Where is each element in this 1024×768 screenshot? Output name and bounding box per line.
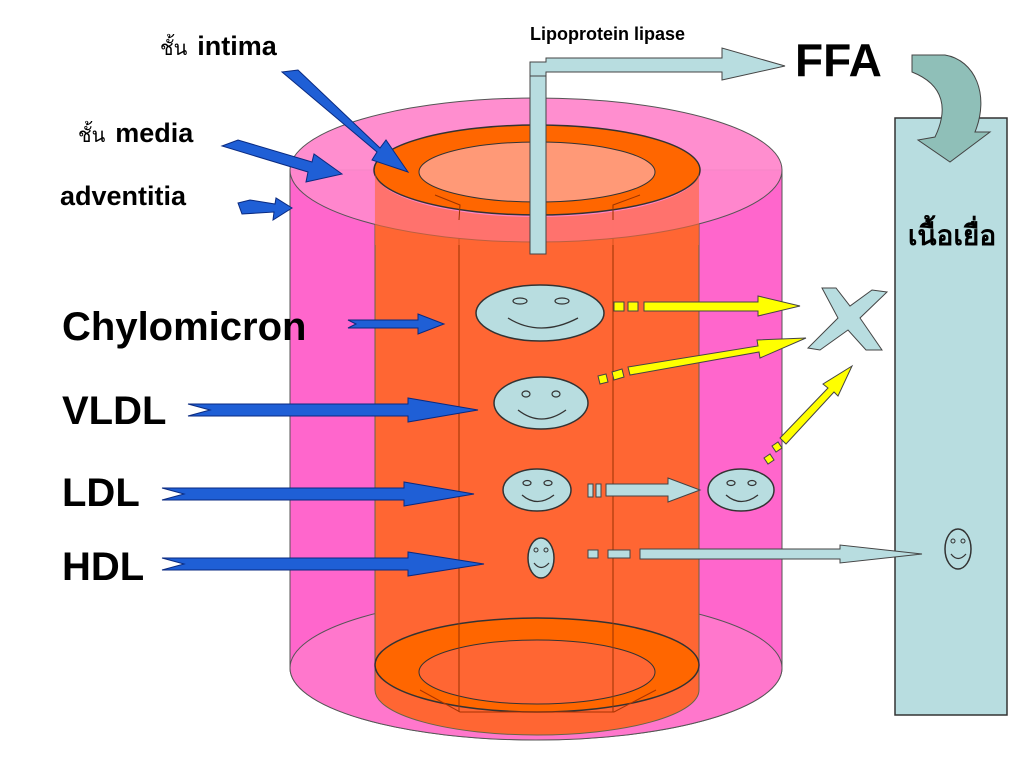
top-notch [434, 194, 461, 221]
top-notch-right [612, 194, 641, 220]
ldl-particle-intima [707, 468, 775, 512]
hdl-arrow [161, 551, 485, 577]
hdl-label: HDL [62, 545, 144, 589]
ldl-to-intima-arrow [587, 477, 702, 503]
ldl-particle [502, 468, 572, 512]
hdl-particle [527, 537, 555, 579]
lipase-arrow [529, 47, 786, 81]
ffa-to-tissue-curved-arrow [911, 54, 992, 163]
chylomicron-label: Chylomicron [62, 305, 306, 349]
intima-pointer-arrow [280, 69, 410, 173]
tissue-column [894, 117, 1008, 716]
ldl-label: LDL [62, 471, 140, 515]
adventitia-label: adventitia [60, 181, 187, 211]
media-pointer-arrow [220, 139, 344, 183]
ldl-arrow [161, 481, 475, 507]
media-label: ชั้น media [78, 118, 194, 148]
lumen-bottom-opening [418, 639, 656, 705]
vldl-arrow [187, 397, 479, 423]
bottom-notch [419, 689, 657, 713]
media-front-fill [375, 172, 699, 245]
vldl-yellow-arrow [597, 337, 807, 385]
hdl-particle-tissue [944, 528, 972, 570]
chylomicron-yellow-arrow [613, 295, 801, 317]
lipase-tube [529, 61, 547, 255]
lipoprotein-lipase-label: Lipoprotein lipase [530, 24, 685, 44]
tissue-label: เนื้อเยื่อ [908, 214, 996, 252]
ldl-yellow-arrow [763, 364, 854, 465]
chylomicron-arrow [347, 313, 446, 335]
adventitia-pointer-arrow [237, 197, 293, 221]
ffa-label: FFA [795, 34, 882, 86]
hdl-to-tissue-arrow [587, 544, 923, 564]
vldl-label: VLDL [62, 389, 166, 433]
chylomicron-particle [475, 284, 605, 342]
blocked-x-icon [806, 287, 889, 351]
intima-label: ชั้น intima [160, 31, 278, 61]
vldl-particle [493, 376, 589, 430]
